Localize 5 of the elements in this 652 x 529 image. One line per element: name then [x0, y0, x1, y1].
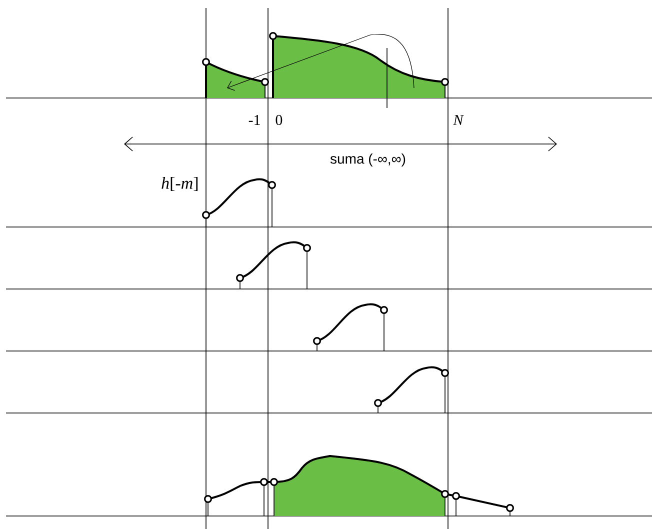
axis-label: h[-m]	[162, 176, 198, 192]
axis-label: -1	[248, 115, 260, 125]
axis-label: N	[453, 115, 464, 125]
axis-label: suma (-∞,∞)	[330, 153, 406, 167]
axis-label: 0	[276, 114, 282, 126]
